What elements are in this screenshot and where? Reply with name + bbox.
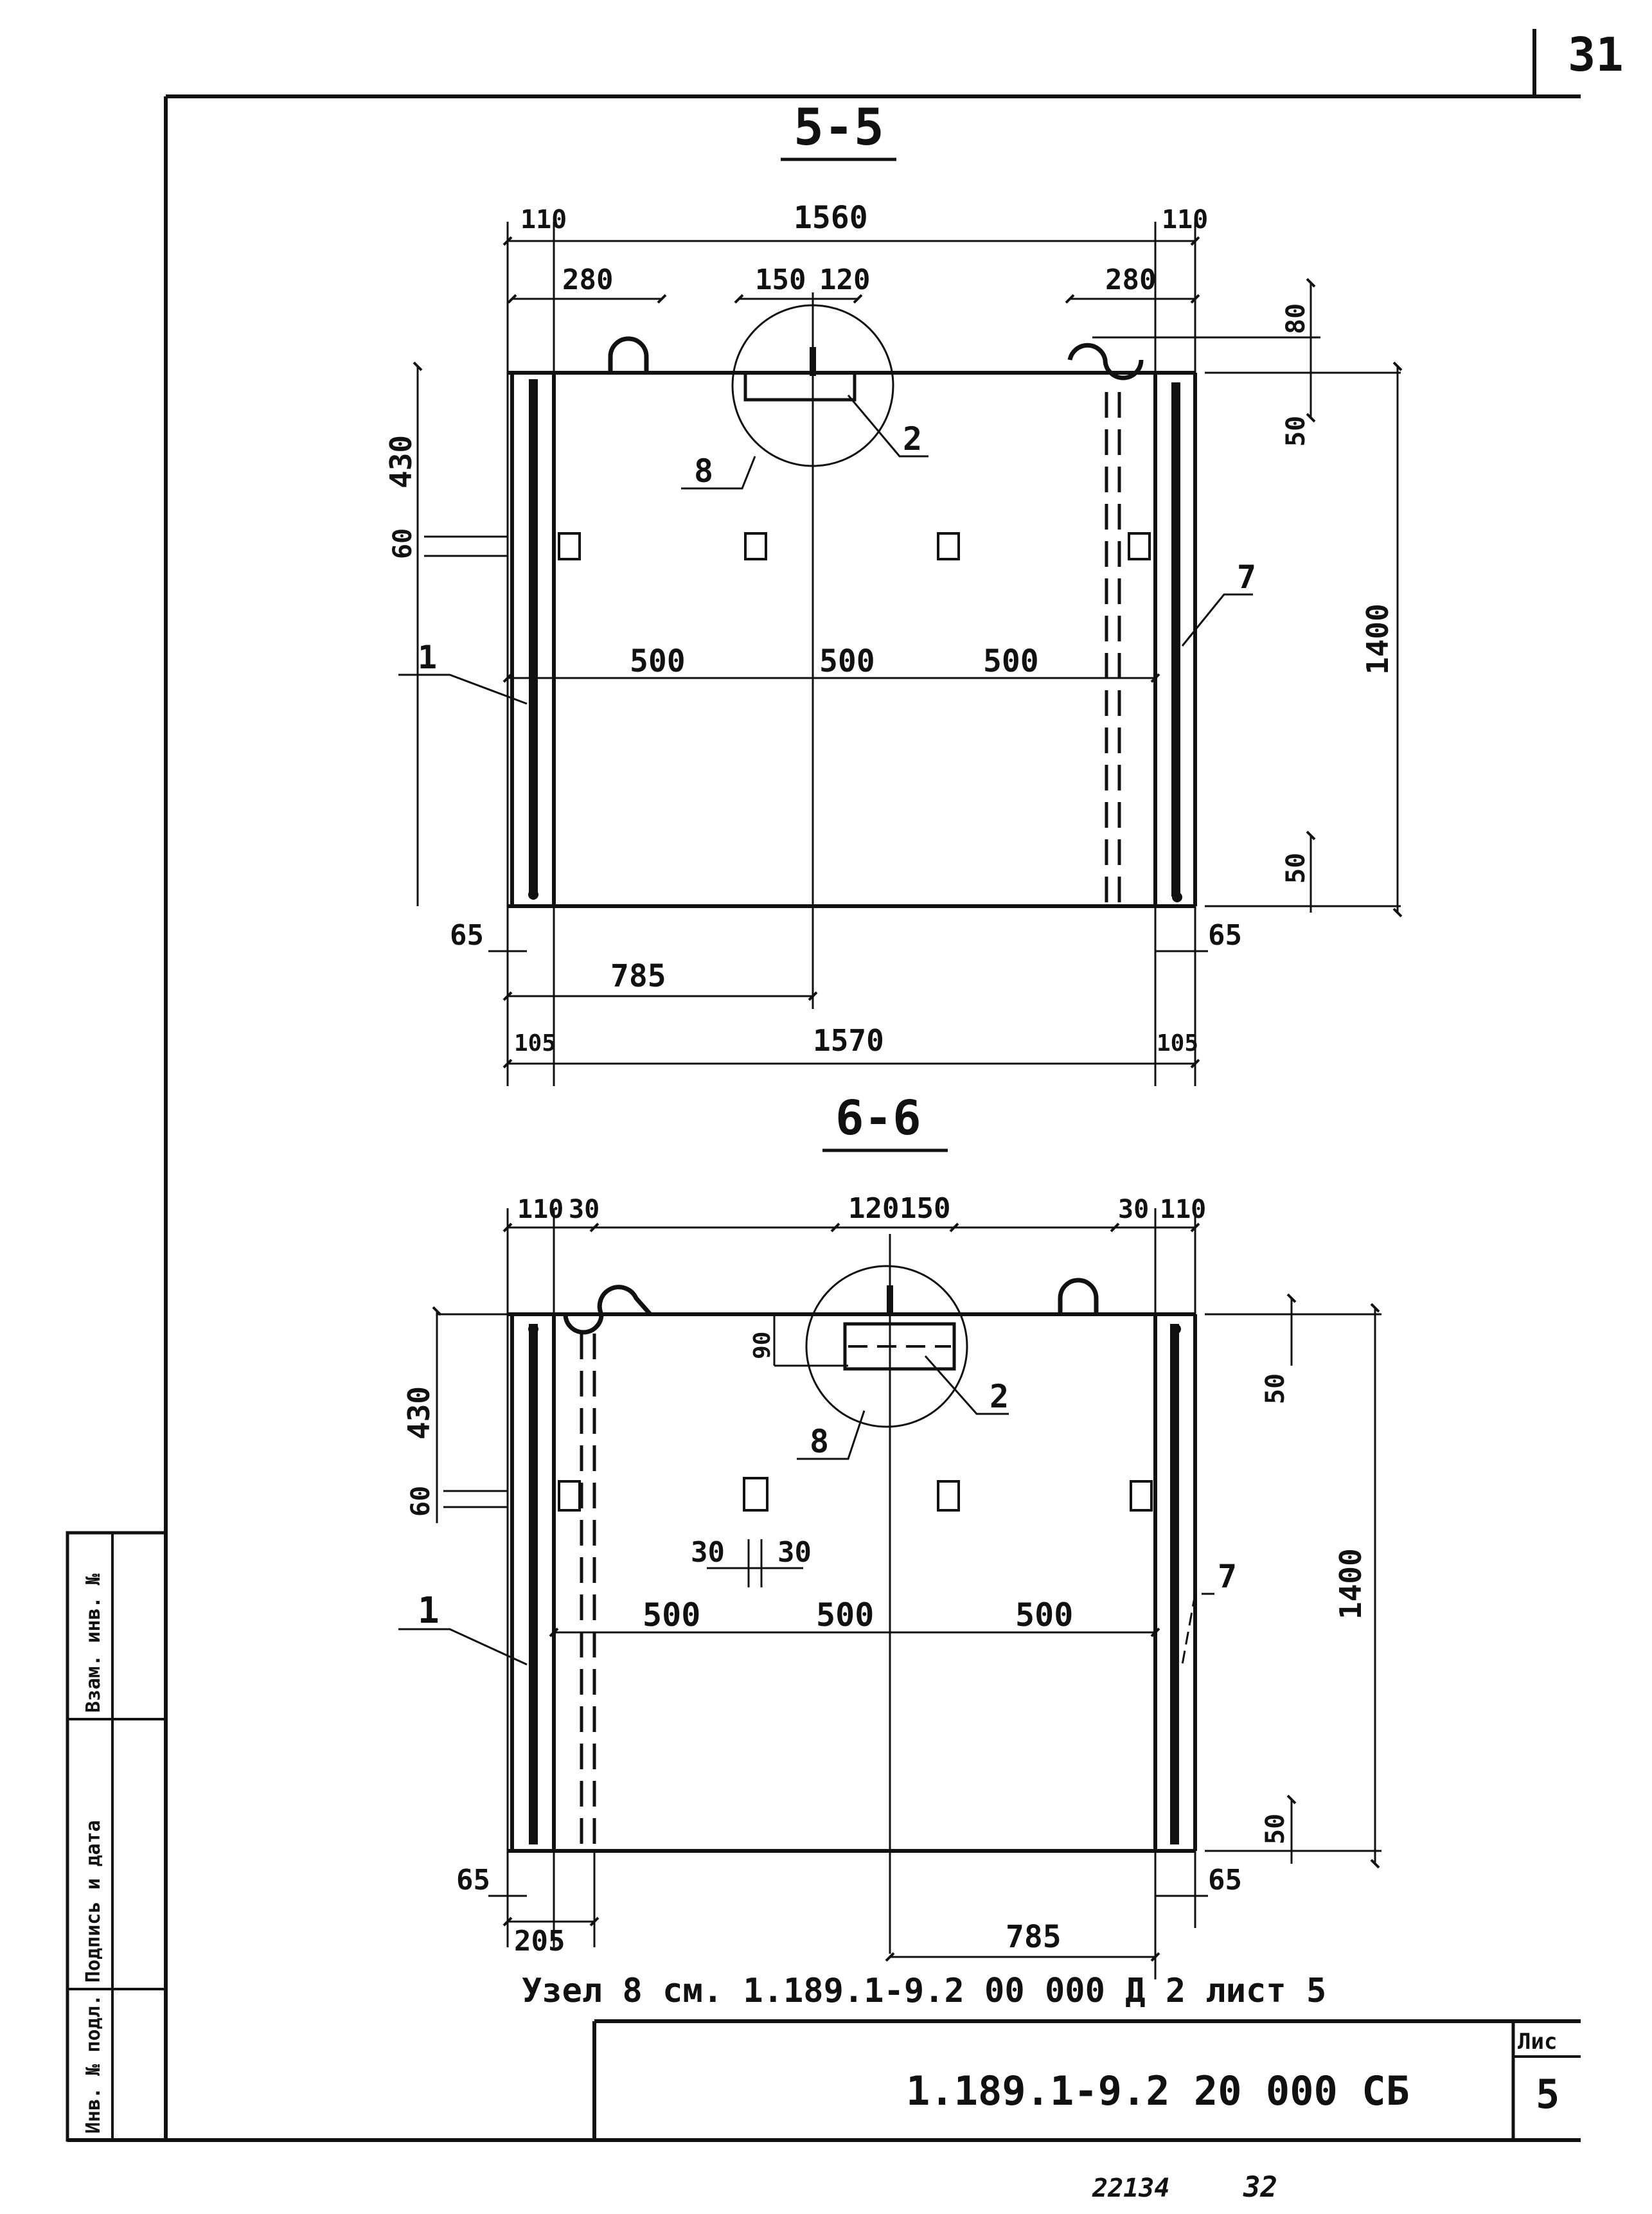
stamp-vzam-inv: Взам. инв. № [82,1573,105,1713]
dim-500-a: 500 [630,643,686,679]
dim-105-left: 105 [514,1030,556,1057]
dim-30-left: 30 [569,1195,600,1224]
dim-1560: 1560 [794,200,868,236]
callout-8: 8 [694,452,713,490]
dim-110-right: 110 [1162,205,1208,235]
dim-280-left: 280 [562,263,613,296]
dim-785: 785 [1006,1919,1061,1955]
node-reference-note: Узел 8 см. 1.189.1-9.2 00 000 Д 2 лист 5 [522,1972,1326,2010]
stamp-inv-podl: Инв. № подл. [82,1994,105,2134]
dim-60: 60 [406,1486,436,1517]
callout-8: 8 [810,1423,829,1460]
dim-150: 150 [900,1192,950,1225]
lifting-loop [563,1285,652,1335]
opening-square [558,1480,581,1512]
dim-120: 120 [819,263,870,296]
embedded-plate [743,371,857,402]
lifting-loop [1058,1278,1099,1314]
section-5-5-body [508,371,1197,908]
dim-30-b: 30 [777,1536,812,1569]
section-6-6-title: 6-6 [835,1091,921,1146]
sheet-frame [67,94,1581,2142]
dim-30-right: 30 [1118,1195,1149,1224]
section-6-6-body [508,1312,1197,1853]
dim-500-c: 500 [1015,1596,1073,1634]
node-8-circle [805,1265,968,1428]
sheet-label: Лис [1518,2029,1557,2055]
opening-square [1128,532,1151,560]
section-5-5-title: 5-5 [794,99,884,157]
lifting-loop [1067,343,1144,380]
stamp-podpis-data: Подпись и дата [82,1820,105,1983]
dim-110-left: 110 [517,1195,564,1224]
sheet-number: 5 [1536,2071,1559,2118]
dim-280-right: 280 [1105,263,1156,296]
page-number: 31 [1568,28,1624,82]
stamp-sidebar: Инв. № подл. Подпись и дата Взам. инв. № [66,1531,168,2142]
title-block: 1.189.1-9.2 20 000 СБ Лис 5 [592,2019,1581,2140]
dim-500-b: 500 [816,1596,874,1634]
dim-785: 785 [610,958,666,994]
opening-square [744,532,767,560]
dim-150: 150 [755,263,806,296]
footer-right: 32 [1243,2171,1277,2204]
dim-1400: 1400 [1333,1548,1368,1620]
opening-square [1130,1480,1153,1512]
section-5-5: 5-5 [384,99,1403,1086]
dim-60: 60 [388,528,418,559]
dim-65-left: 65 [450,919,484,952]
dim-90: 90 [749,1332,776,1359]
rebar-dot [1172,892,1182,902]
dim-430: 430 [402,1386,436,1440]
dim-65-right: 65 [1208,919,1242,952]
callout-1: 1 [418,639,437,676]
callout-2: 2 [990,1378,1009,1415]
dim-1400: 1400 [1360,603,1395,675]
dim-500-a: 500 [643,1596,700,1634]
opening-square [558,532,581,560]
lifting-loop [608,336,649,373]
dim-110-right: 110 [1160,1195,1206,1224]
dim-1570: 1570 [813,1023,884,1058]
dim-500-c: 500 [983,643,1039,679]
dim-65-right: 65 [1208,1864,1242,1897]
dim-50-bottom: 50 [1261,1814,1290,1844]
section-6-6: 6-6 [398,1091,1381,1979]
opening-square [937,532,960,560]
footer-left: 22134 [1092,2174,1169,2203]
dim-205: 205 [514,1925,565,1958]
callout-1: 1 [418,1590,440,1632]
dim-430: 430 [384,435,418,488]
dim-50-top: 50 [1281,416,1311,447]
dim-30-a: 30 [691,1536,725,1569]
rebar-dot [1171,1324,1181,1334]
callout-2: 2 [903,420,922,458]
dim-110-left: 110 [520,205,567,235]
dim-65-left: 65 [456,1864,490,1897]
dim-50-bottom: 50 [1281,853,1311,884]
rebar-dot [528,889,538,900]
opening-square [743,1477,768,1512]
dim-105-right: 105 [1157,1030,1198,1057]
callout-7: 7 [1218,1558,1237,1595]
dim-50-top: 50 [1261,1373,1290,1404]
embedded-plate [843,1322,956,1371]
dim-500-b: 500 [819,643,875,679]
rebar-dot [528,1324,538,1334]
dim-80: 80 [1281,303,1311,334]
dim-120: 120 [848,1192,899,1225]
opening-square [937,1480,960,1512]
doc-code: 1.189.1-9.2 20 000 СБ [906,2067,1410,2114]
callout-7: 7 [1237,558,1256,596]
